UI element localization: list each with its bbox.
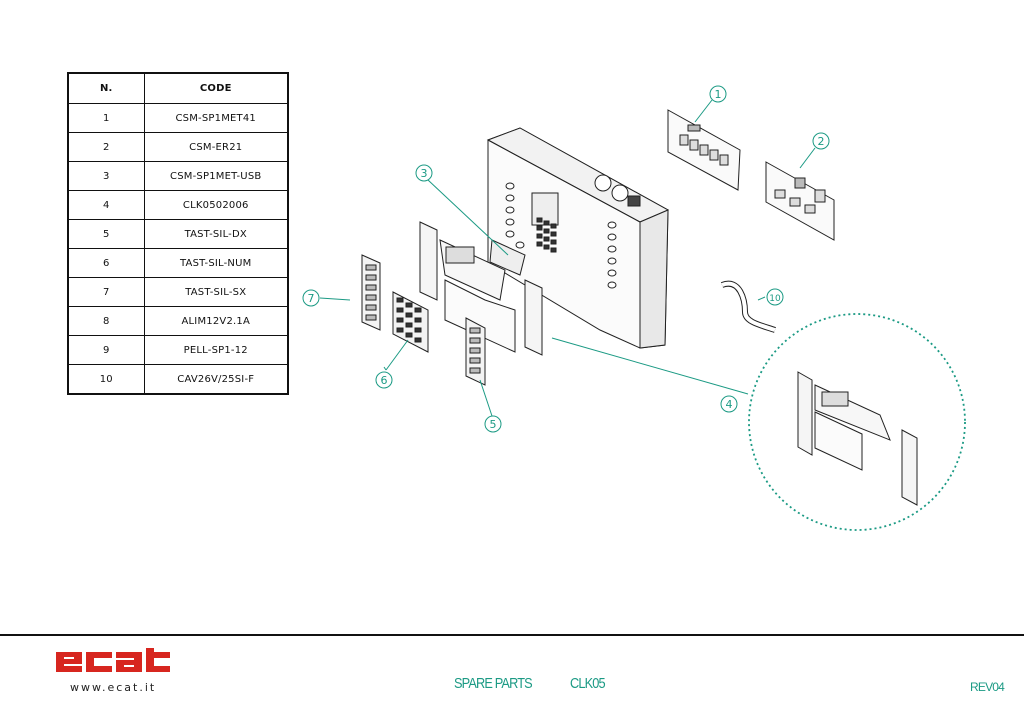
callout-marker	[415, 164, 433, 182]
callout-marker	[484, 415, 502, 433]
callout-label: 5	[490, 418, 497, 431]
row-number: 2	[67, 132, 145, 162]
row-code: CLK0502006	[143, 190, 289, 220]
callout-marker	[302, 289, 320, 307]
row-number: 3	[67, 161, 145, 191]
row-code: CSM-SP1MET-USB	[143, 161, 289, 191]
control-board	[667, 109, 741, 191]
row-number: 8	[67, 306, 145, 336]
row-code: TAST-SIL-NUM	[143, 248, 289, 278]
website-url[interactable]: www.ecat.it	[70, 681, 157, 694]
exploded-view-diagram: 1 2 3 4 5 6 7 10	[302, 85, 966, 531]
row-number: 1	[67, 103, 145, 133]
footer-divider	[0, 634, 1024, 636]
section-label: SPARE PARTS	[454, 675, 533, 692]
row-code: CSM-ER21	[143, 132, 289, 162]
callout-label: 6	[381, 374, 388, 387]
column-header-code: CODE	[143, 72, 289, 104]
revision-label: REV04	[970, 680, 1005, 694]
row-number: 5	[67, 219, 145, 249]
table-header-row: N. CODE	[67, 72, 289, 104]
ecat-logo: ecat	[56, 648, 170, 672]
model-label: CLK05	[570, 675, 606, 692]
left-keypad	[361, 254, 381, 331]
row-code: CSM-SP1MET41	[143, 103, 289, 133]
callout-marker	[720, 395, 738, 413]
main-housing	[486, 127, 670, 349]
detail-circle	[748, 313, 966, 531]
row-number: 4	[67, 190, 145, 220]
row-code: TAST-SIL-SX	[143, 277, 289, 307]
detail-assembly	[797, 371, 918, 506]
callout-marker	[375, 371, 393, 389]
callout-label: 3	[421, 167, 428, 180]
row-number: 10	[67, 364, 145, 395]
callout-label: 10	[769, 294, 781, 304]
display-board	[419, 221, 526, 353]
expansion-board	[765, 161, 835, 241]
row-number: 9	[67, 335, 145, 365]
row-code: PELL-SP1-12	[143, 335, 289, 365]
callout-label: 4	[726, 398, 733, 411]
callout-marker	[766, 288, 784, 306]
row-code: ALIM12V2.1A	[143, 306, 289, 336]
callout-marker	[709, 85, 727, 103]
ribbon-cable	[720, 280, 776, 333]
callout-label: 2	[818, 135, 825, 148]
row-number: 7	[67, 277, 145, 307]
callout-label: 1	[715, 88, 722, 101]
callout-marker	[812, 132, 830, 150]
column-header-number: N.	[67, 72, 145, 104]
right-keypad	[465, 317, 486, 386]
callout-label: 7	[308, 292, 315, 305]
row-number: 6	[67, 248, 145, 278]
numeric-keypad	[392, 291, 429, 353]
row-code: CAV26V/25SI-F	[143, 364, 289, 395]
row-code: TAST-SIL-DX	[143, 219, 289, 249]
side-panel	[524, 279, 543, 356]
